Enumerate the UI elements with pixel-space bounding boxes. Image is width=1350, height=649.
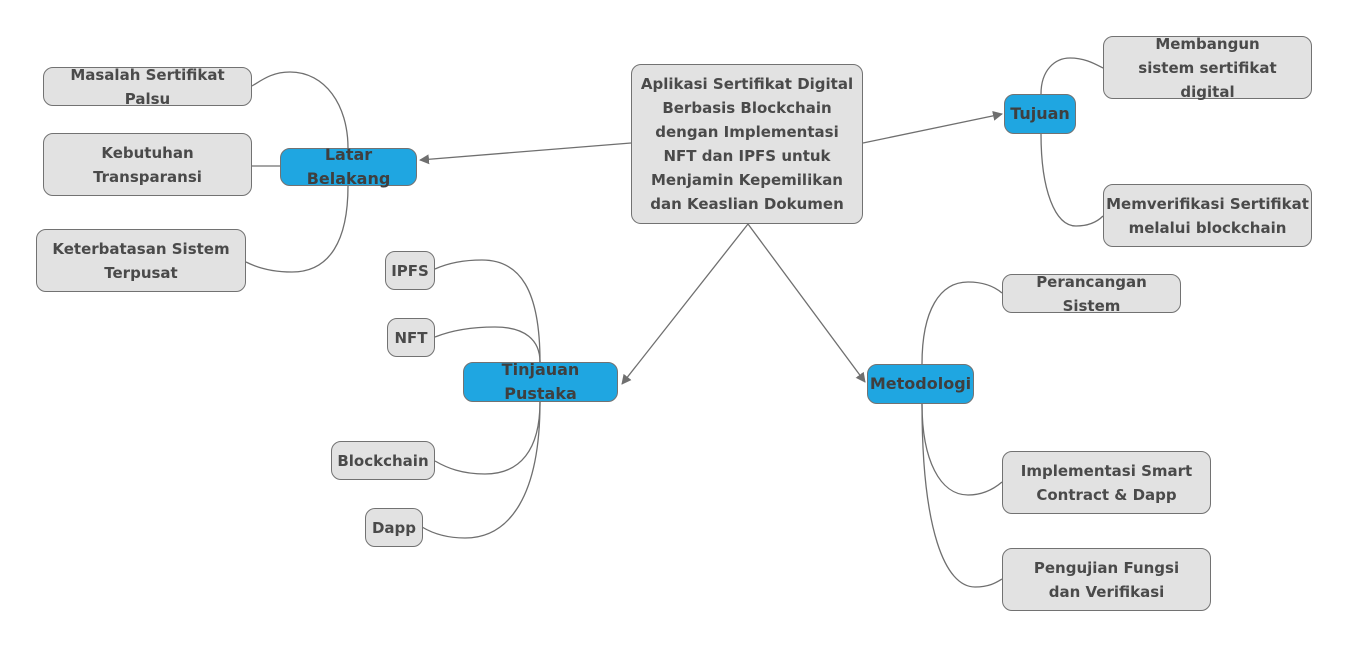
node-membangun-sistem[interactable]: Membangun sistem sertifikat digital	[1103, 35, 1312, 101]
node-ipfs-label: IPFS	[391, 261, 429, 280]
topic-latar-belakang-label: Latar Belakang	[306, 145, 391, 188]
node-pengujian-fungsi-label: Pengujian Fungsi dan Verifikasi	[1033, 558, 1180, 601]
arrow-root-to-tinjauan-pustaka	[621, 223, 749, 385]
node-implementasi-smart-contract-label: Implementasi Smart Contract & Dapp	[1020, 461, 1193, 504]
connector-ipfs	[434, 259, 541, 363]
topic-metodologi[interactable]: Metodologi	[867, 364, 974, 404]
root-node-label: Aplikasi Sertifikat Digital Berbasis Blo…	[640, 75, 854, 213]
connector-memverifikasi-sertifikat	[1040, 133, 1104, 227]
arrow-root-to-metodologi	[747, 223, 866, 383]
node-kebutuhan-transparansi-label: Kebutuhan Transparansi	[93, 143, 202, 186]
connector-implementasi-smart-contract	[921, 403, 1003, 496]
node-memverifikasi-sertifikat[interactable]: Memverifikasi Sertifikat melalui blockch…	[1103, 184, 1312, 247]
connector-keterbatasan-sistem-terpusat	[245, 185, 349, 273]
node-perancangan-sistem-label: Perancangan Sistem	[1036, 272, 1147, 315]
topic-tujuan-label: Tujuan	[1010, 104, 1070, 123]
node-memverifikasi-sertifikat-label: Memverifikasi Sertifikat melalui blockch…	[1106, 194, 1309, 237]
connector-masalah-sertifikat-palsu	[251, 71, 349, 149]
node-implementasi-smart-contract[interactable]: Implementasi Smart Contract & Dapp	[1002, 451, 1211, 514]
node-perancangan-sistem[interactable]: Perancangan Sistem	[1002, 273, 1181, 315]
node-dapp-label: Dapp	[371, 518, 417, 537]
arrow-root-to-latar-belakang	[419, 142, 632, 165]
node-nft[interactable]: NFT	[387, 318, 435, 357]
node-ipfs[interactable]: IPFS	[385, 251, 435, 290]
connector-membangun-sistem	[1040, 57, 1104, 95]
node-nft-label: NFT	[394, 328, 428, 347]
connector-perancangan-sistem	[921, 281, 1003, 365]
node-keterbatasan-sistem-terpusat-label: Keterbatasan Sistem Terpusat	[52, 239, 230, 282]
topic-tinjauan-pustaka-label: Tinjauan Pustaka	[501, 360, 580, 403]
node-masalah-sertifikat-palsu-label: Masalah Sertifikat Palsu	[70, 65, 225, 108]
node-keterbatasan-sistem-terpusat[interactable]: Keterbatasan Sistem Terpusat	[36, 229, 246, 292]
node-blockchain[interactable]: Blockchain	[331, 441, 435, 480]
connector-dapp	[421, 401, 541, 539]
topic-metodologi-label: Metodologi	[869, 374, 972, 393]
topic-tujuan[interactable]: Tujuan	[1004, 94, 1076, 134]
connector-blockchain	[434, 401, 541, 475]
topic-latar-belakang[interactable]: Latar Belakang	[280, 145, 417, 188]
root-node[interactable]: Aplikasi Sertifikat Digital Berbasis Blo…	[631, 64, 863, 224]
connector-nft	[434, 326, 541, 363]
node-kebutuhan-transparansi[interactable]: Kebutuhan Transparansi	[43, 133, 252, 196]
node-pengujian-fungsi[interactable]: Pengujian Fungsi dan Verifikasi	[1002, 548, 1211, 611]
node-membangun-sistem-label: Membangun sistem sertifikat digital	[1138, 34, 1277, 101]
node-dapp[interactable]: Dapp	[365, 508, 423, 547]
node-masalah-sertifikat-palsu[interactable]: Masalah Sertifikat Palsu	[43, 66, 252, 108]
topic-tinjauan-pustaka[interactable]: Tinjauan Pustaka	[463, 360, 618, 403]
arrow-root-to-tujuan	[862, 110, 1003, 144]
node-blockchain-label: Blockchain	[337, 451, 429, 470]
connector-pengujian-fungsi	[921, 403, 1003, 588]
